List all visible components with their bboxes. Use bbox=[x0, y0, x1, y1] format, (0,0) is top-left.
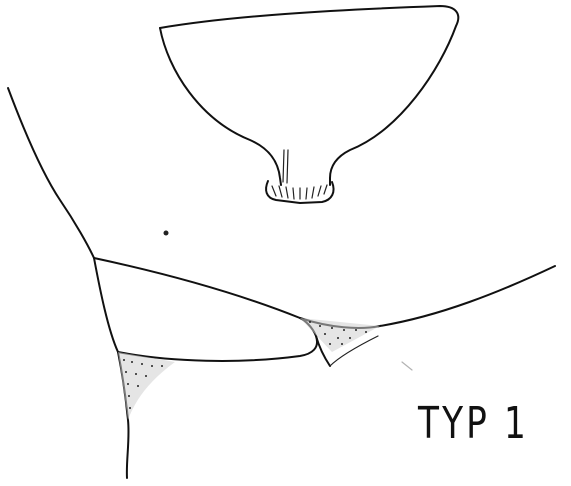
goblet-base bbox=[266, 181, 333, 203]
goblet-shape bbox=[160, 6, 458, 185]
figure-label: TYP 1 bbox=[418, 398, 529, 449]
stippled-region-right bbox=[300, 318, 380, 352]
stray-mark bbox=[402, 362, 412, 370]
stippled-region-left bbox=[118, 352, 175, 420]
ink-dot bbox=[164, 231, 169, 236]
left-diagonal-line bbox=[8, 88, 94, 258]
